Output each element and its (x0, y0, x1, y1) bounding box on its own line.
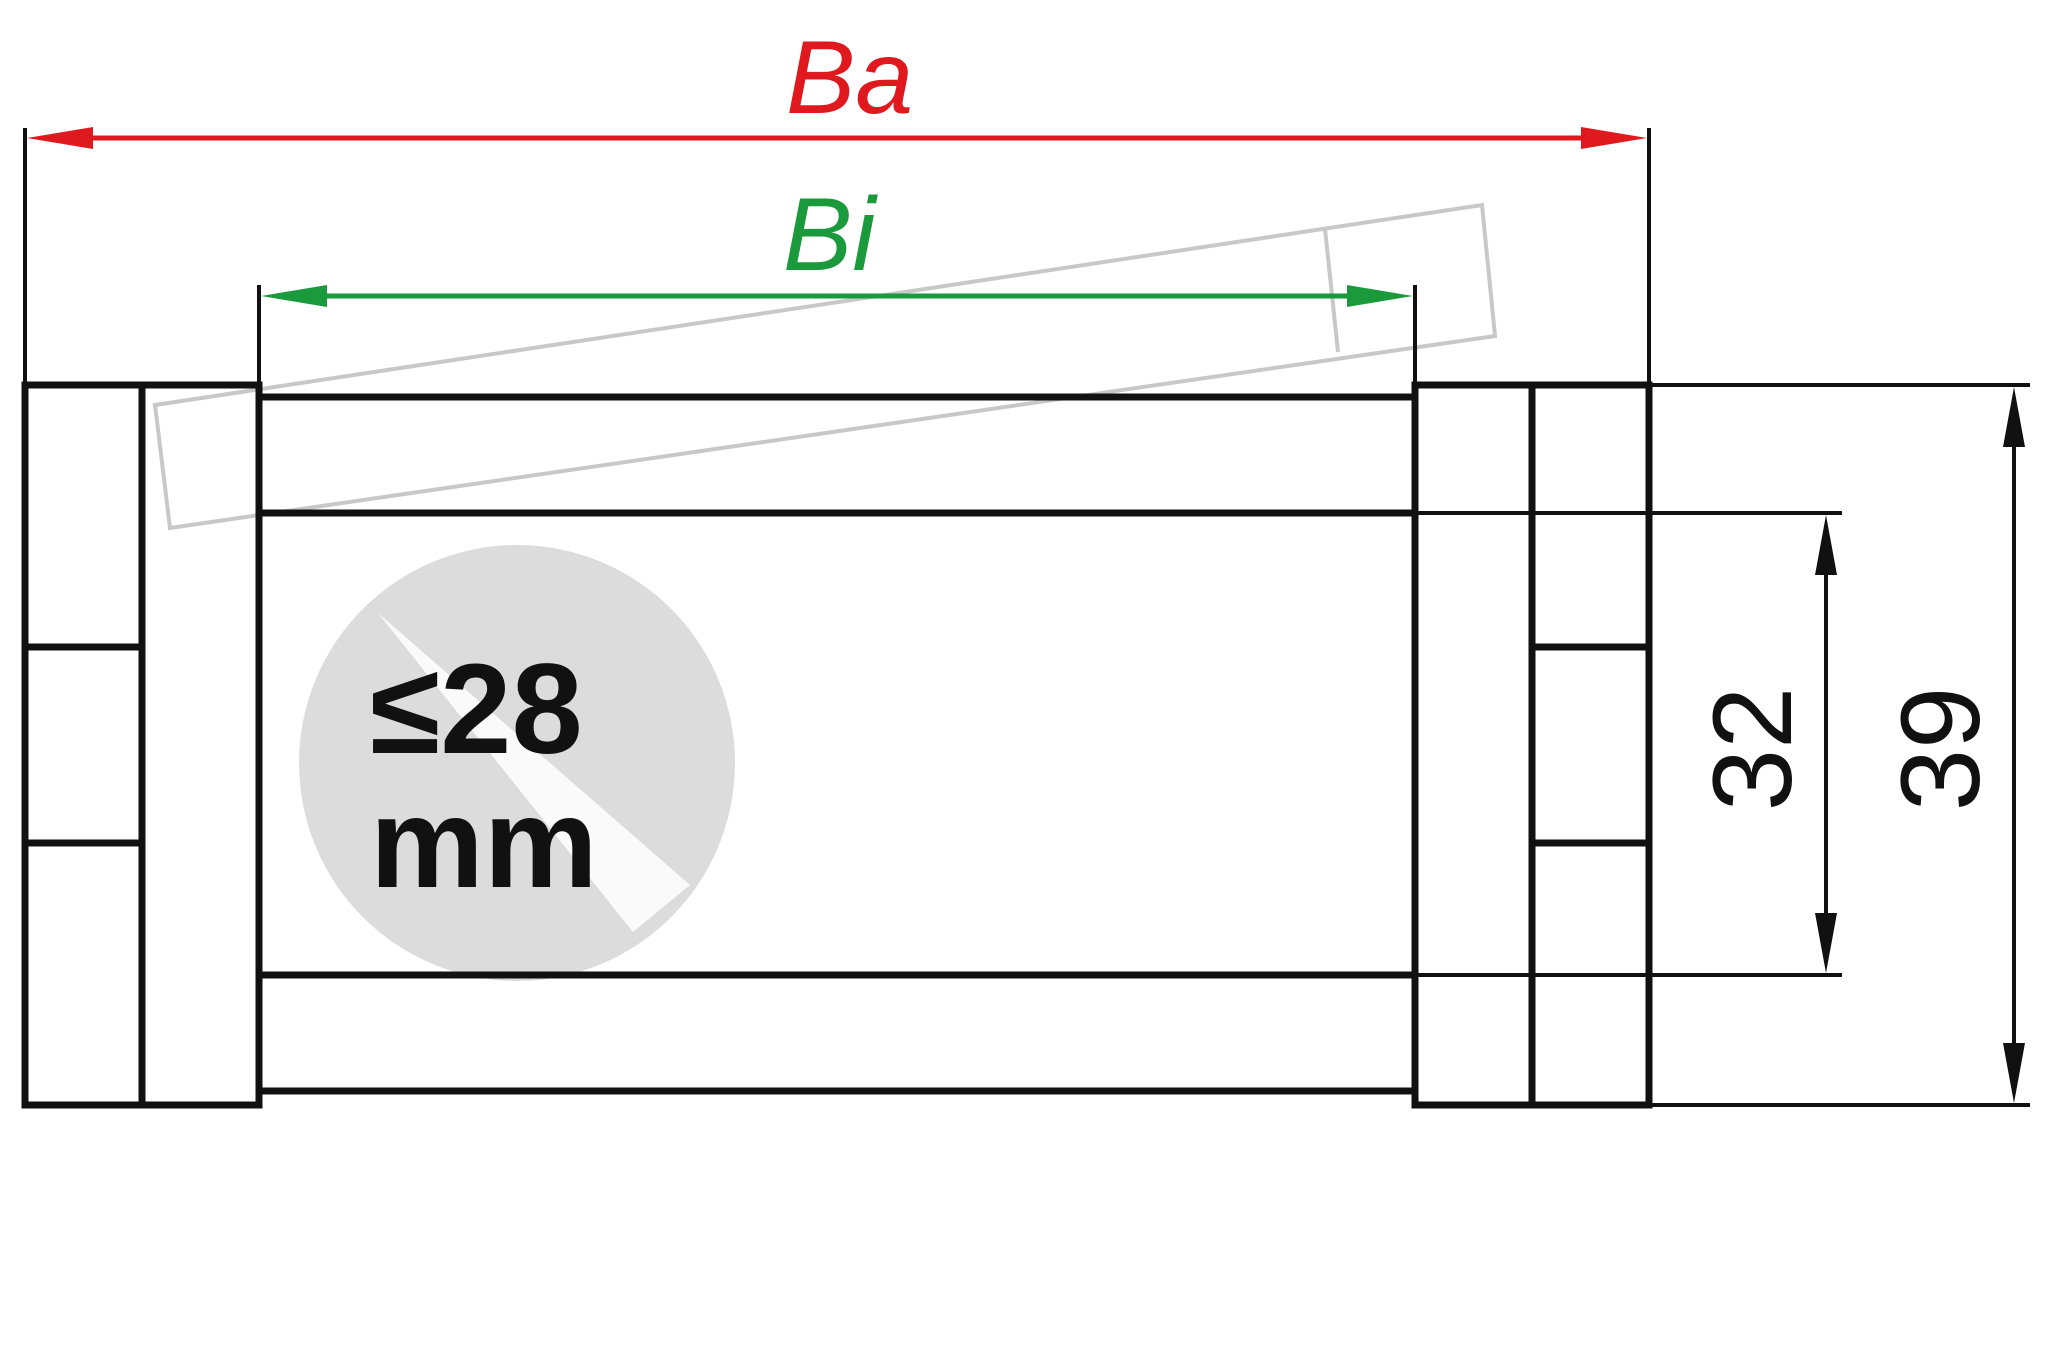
link-cross-section (21, 381, 1653, 1109)
outer-width-label: Ba (786, 20, 913, 136)
outer-height-arrow-top (2003, 387, 2025, 447)
inner-height-dimension: 32 (1415, 511, 1842, 977)
outer-height-arrow-bottom (2003, 1043, 2025, 1103)
inner-height-arrow-bottom (1815, 913, 1837, 973)
badge-unit: mm (370, 772, 598, 915)
top-crossbar (255, 393, 1419, 517)
outer-height-value: 39 (1878, 687, 2003, 812)
outer-width-arrow-left (27, 127, 93, 149)
inner-width-arrow-left (261, 285, 327, 307)
inner-width-label: Bi (783, 177, 878, 293)
outer-height-dimension: 39 (1649, 383, 2030, 1107)
ghost-crossbar-outline (152, 202, 1498, 531)
inner-height-arrow-top (1815, 515, 1837, 575)
badge-arrow-icon (378, 613, 690, 932)
bottom-crossbar (255, 971, 1419, 1095)
left-side-plate-inner (138, 381, 263, 1109)
ghost-crossbar-body (152, 202, 1498, 531)
ghost-crossbar-divider (1323, 228, 1340, 353)
left-side-plate-outer (21, 381, 146, 1109)
inner-width-dimension: Bi (257, 177, 1417, 397)
badge-value: ≤28 (370, 638, 583, 781)
inner-height-value: 32 (1690, 687, 1815, 812)
outer-width-arrow-right (1581, 127, 1647, 149)
outer-width-dimension: Ba (23, 20, 1651, 385)
right-side-plate-outer (1528, 381, 1653, 1109)
inner-height-badge: ≤28 mm (299, 545, 735, 981)
right-side-plate-inner (1411, 381, 1536, 1109)
inner-width-arrow-right (1347, 285, 1413, 307)
